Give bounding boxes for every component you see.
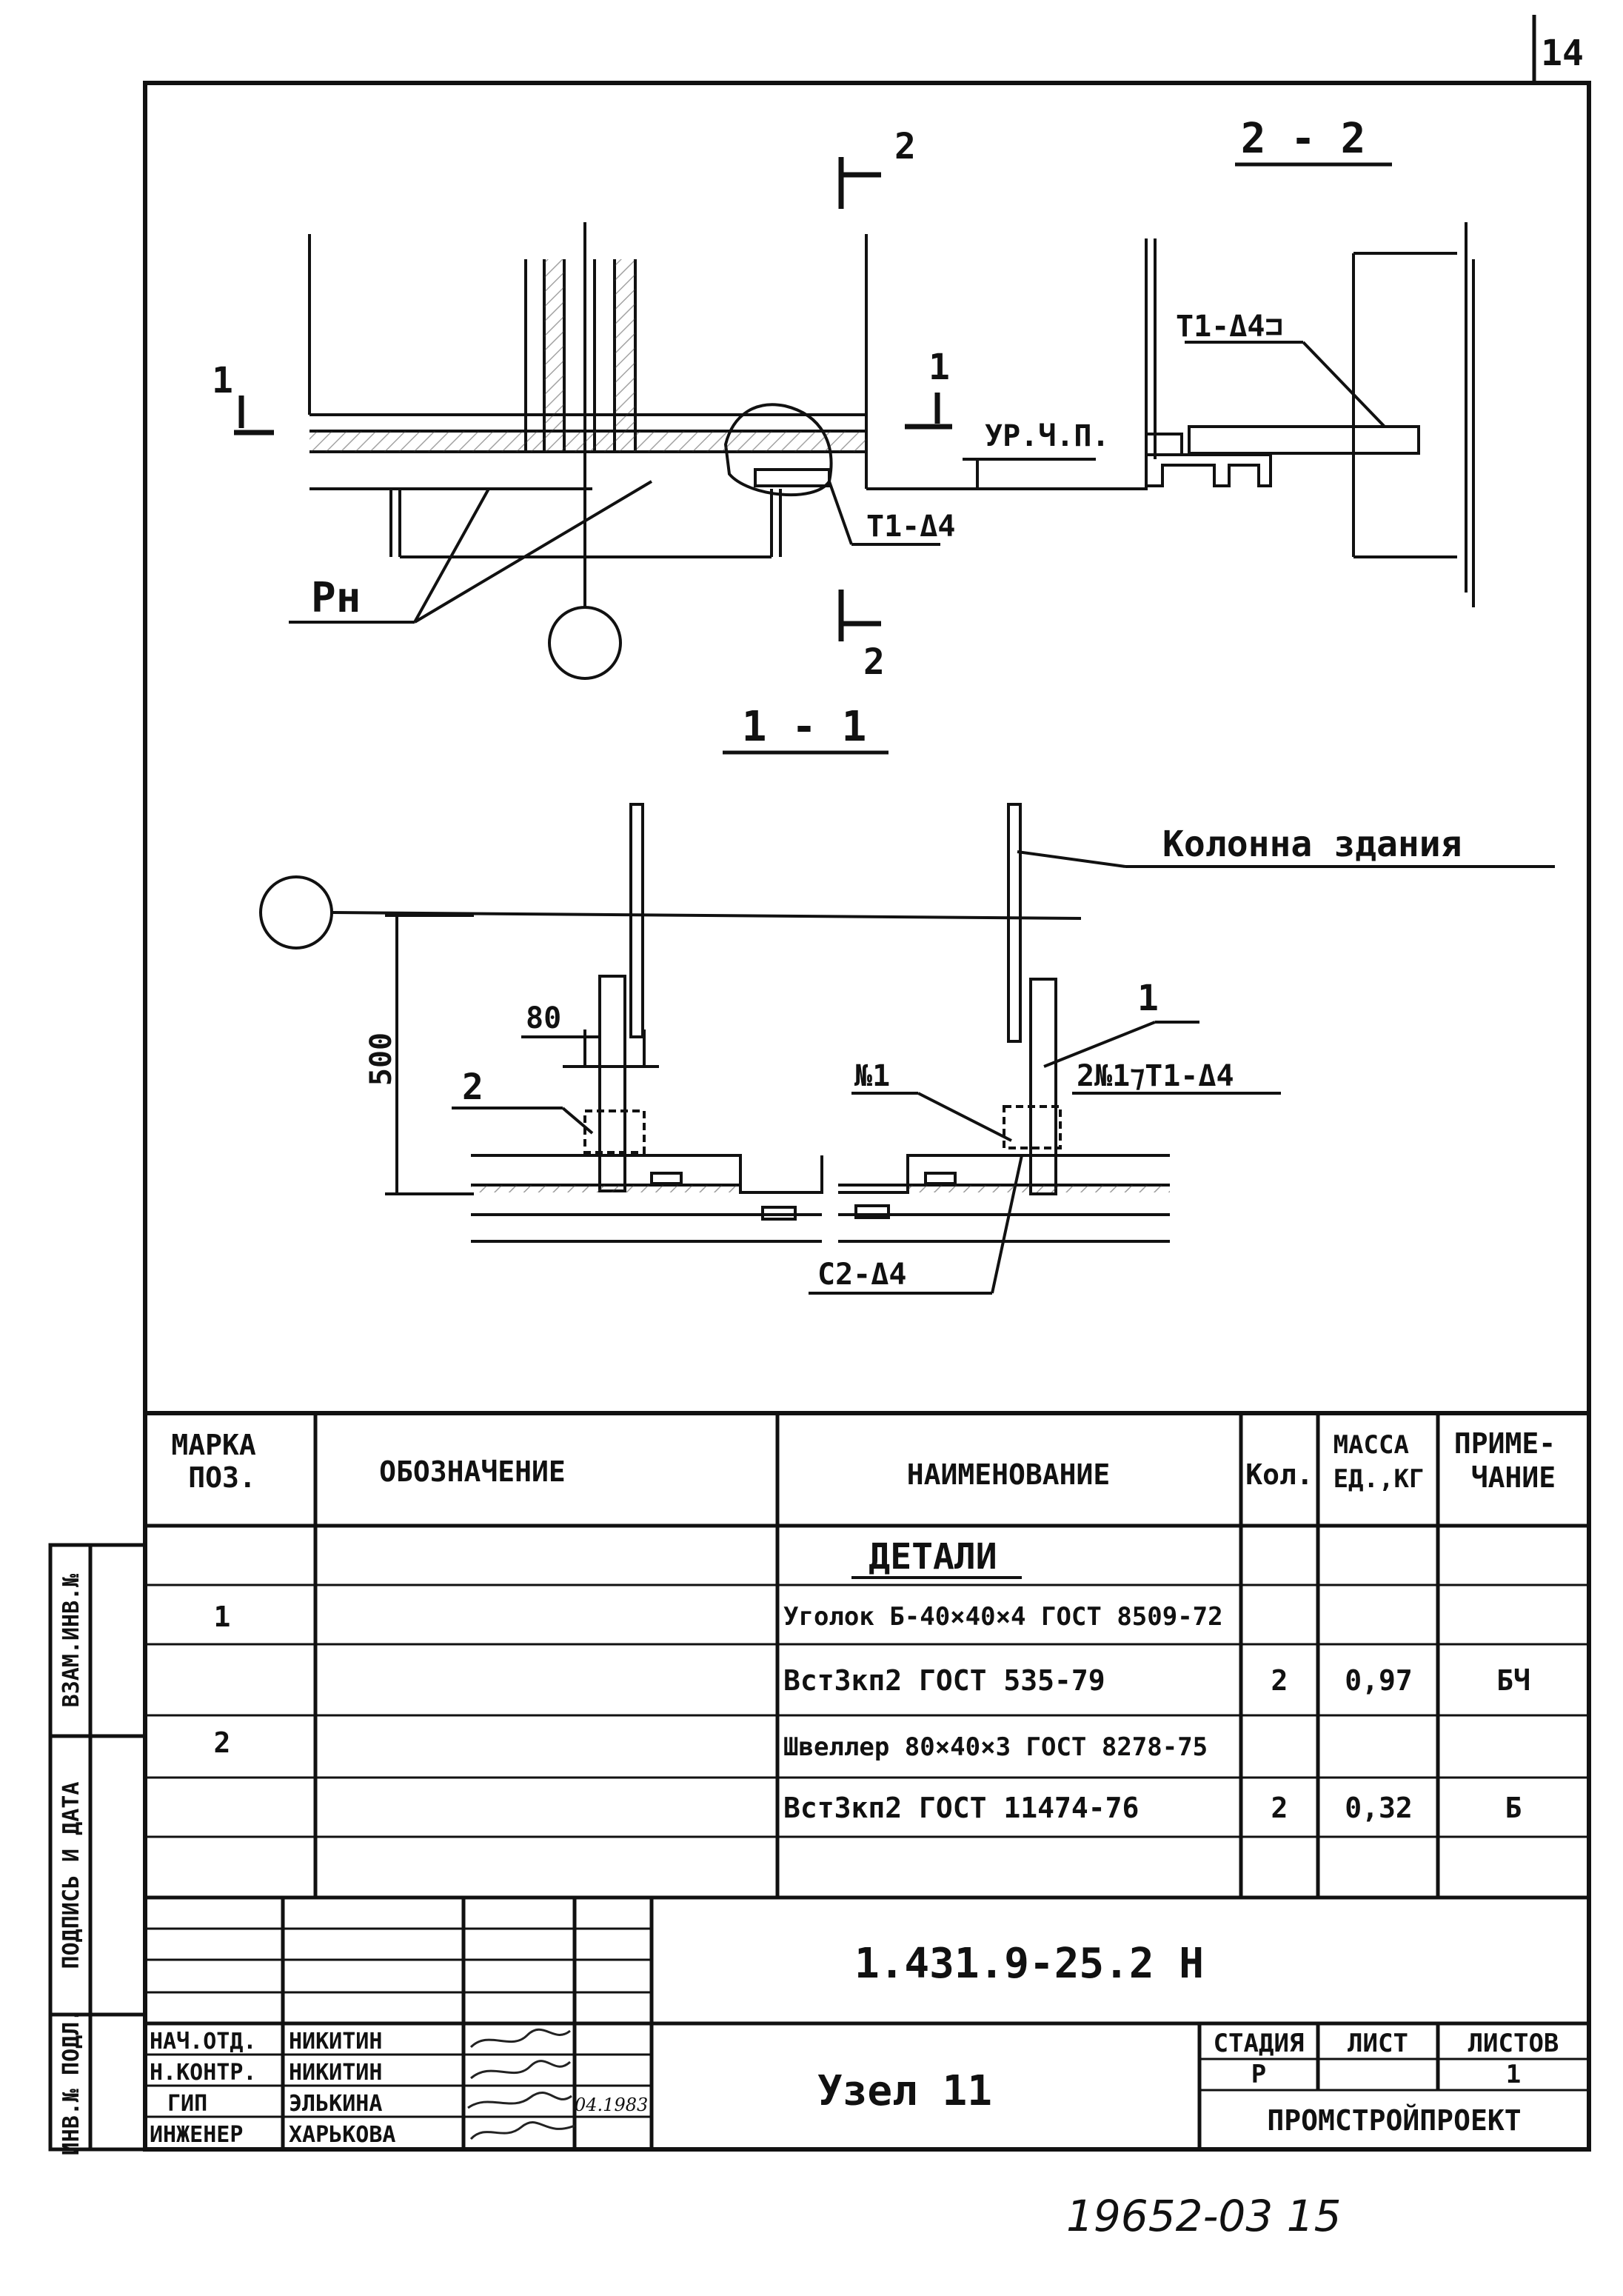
staff-3-name: ЭЛЬКИНА [289,2091,382,2117]
header-mark: МАРКА ПОЗ. [171,1429,272,1494]
row-2-qty: 2 [1271,1664,1288,1697]
title-block-grid [145,1898,1589,2149]
plan-hatch-channel-2 [615,259,635,431]
label-no1: №1 [854,1059,890,1093]
sheet-frame [143,15,1591,2152]
plan-hatch-band [309,431,866,452]
sheets-label: ЛИСТОВ [1468,2029,1559,2058]
weld-label-bottom: С2-Δ4 [817,1258,906,1292]
organization-name: ПРОМСТРОЙПРОЕКТ [1267,2104,1521,2137]
staff-4-signature [469,2121,575,2140]
header-note: ПРИМЕ- ЧАНИЕ [1454,1427,1573,1494]
section-1-1-view [259,803,1555,1295]
weld-label-top-mid: Т1-Δ4 [866,510,955,544]
section-marker-2-bottom-label: 2 [863,641,885,683]
row-4-name: Вст3кп2 ГОСТ 11474-76 [783,1792,1139,1824]
staff-4-name: ХАРЬКОВА [289,2122,396,2148]
section-title-details: ДЕТАЛИ [869,1536,997,1578]
header-mass: МАССА ЕД.,КГ [1333,1430,1425,1494]
header-mark-line1: МАРКА [171,1429,256,1461]
label-column: Колонна здания [1162,824,1462,865]
staff-3-date: 04.1983 [575,2095,648,2115]
section-marker-1-left [234,396,274,435]
side-stamp-signature-date: ПОДПИСЬ И ДАТА [58,1782,84,1969]
header-name: НАИМЕНОВАНИЕ [907,1458,1111,1491]
header-mark-line2: ПОЗ. [188,1461,256,1494]
spec-row: Вст3кп2 ГОСТ 535-79 2 0,97 БЧ [783,1664,1530,1697]
side-stamp-original-inv: ИНВ.№ ПОДЛ. [58,2009,84,2156]
staff-row: ГИП ЭЛЬКИНА 04.1983 [167,2091,648,2117]
row-4-note: Б [1505,1792,1522,1824]
spec-row: 2 Швеллер 80×40×3 ГОСТ 8278-75 [214,1726,1208,1762]
row-1-name: Уголок Б-40×40×4 ГОСТ 8509-72 [783,1602,1223,1632]
staff-row: НАЧ.ОТД. НИКИТИН [150,2028,571,2055]
level-label: УР.Ч.П. [985,419,1110,453]
section-marker-1-left-label: 1 [212,360,233,401]
row-2-mass: 0,97 [1345,1664,1413,1697]
plan-hatch-channel [544,259,564,431]
staff-row: ИНЖЕНЕР ХАРЬКОВА [150,2121,575,2148]
side-stamp [48,1543,147,2152]
dimension-500: 500 [364,1032,398,1086]
header-designation: ОБОЗНАЧЕНИЕ [379,1455,566,1488]
handwritten-number: 19652-03 15 [1066,2191,1341,2241]
section-marker-2-top-label: 2 [894,126,916,167]
weld-label-top-right: Т1-Δ4⊐ [1176,310,1283,344]
header-mass-line2: ЕД.,КГ [1333,1464,1425,1494]
spec-row: Вст3кп2 ГОСТ 11474-76 2 0,32 Б [783,1792,1522,1824]
section-2-2-view [1145,222,1475,607]
stage-label: СТАДИЯ [1214,2029,1305,2058]
drawing-title: Узел 11 [817,2067,992,2115]
spec-table-grid [145,1413,1589,1900]
row-4-mass: 0,32 [1345,1792,1413,1824]
label-pn: Рн [311,574,361,622]
header-qty: Кол. [1245,1458,1314,1491]
weld-label-bottom-right: 2№1⁊Т1-Δ4 [1077,1059,1234,1093]
document-code: 1.431.9-25.2 Н [854,1940,1204,1988]
section-1-1-hatch-left [471,1185,740,1192]
row-2-note: БЧ [1496,1664,1530,1697]
row-3-mark: 2 [214,1726,231,1759]
section-marker-2-top [838,157,881,209]
staff-2-name: НИКИТИН [289,2060,382,2086]
staff-3-signature [467,2092,572,2109]
row-1-mark: 1 [214,1601,231,1633]
staff-2-role: Н.КОНТР. [150,2060,257,2086]
row-4-qty: 2 [1271,1792,1288,1824]
staff-1-role: НАЧ.ОТД. [150,2029,257,2055]
row-2-name: Вст3кп2 ГОСТ 535-79 [783,1664,1105,1697]
header-mass-line1: МАССА [1333,1430,1409,1460]
header-note-line1: ПРИМЕ- [1454,1427,1556,1460]
staff-1-name: НИКИТИН [289,2029,382,2055]
section-marker-1-right [905,393,952,430]
stage-value: Р [1251,2060,1266,2089]
label-position-1: 1 [1137,978,1159,1019]
staff-4-role: ИНЖЕНЕР [150,2122,243,2148]
staff-2-signature [470,2060,572,2080]
sheet-number: 14 [1541,33,1584,74]
dimension-80: 80 [526,1001,561,1035]
sheet-label: ЛИСТ [1348,2029,1408,2058]
staff-3-role: ГИП [167,2091,207,2117]
section-marker-1-right-label: 1 [928,347,950,388]
section-1-1-title: 1 - 1 [742,703,867,751]
section-marker-2-bottom [838,590,881,641]
label-position-2: 2 [462,1067,483,1108]
spec-row: 1 Уголок Б-40×40×4 ГОСТ 8509-72 [214,1601,1223,1633]
header-note-line2: ЧАНИЕ [1471,1461,1556,1494]
row-3-name: Швеллер 80×40×3 ГОСТ 8278-75 [783,1732,1208,1762]
side-stamp-replaced-inv: ВЗАМ.ИНВ.№ [58,1573,84,1708]
section-2-2-title: 2 - 2 [1241,115,1366,163]
section-1-1-hatch-right [908,1185,1170,1192]
staff-row: Н.КОНТР. НИКИТИН [150,2060,572,2086]
staff-1-signature [469,2028,571,2049]
sheets-value: 1 [1506,2060,1521,2089]
